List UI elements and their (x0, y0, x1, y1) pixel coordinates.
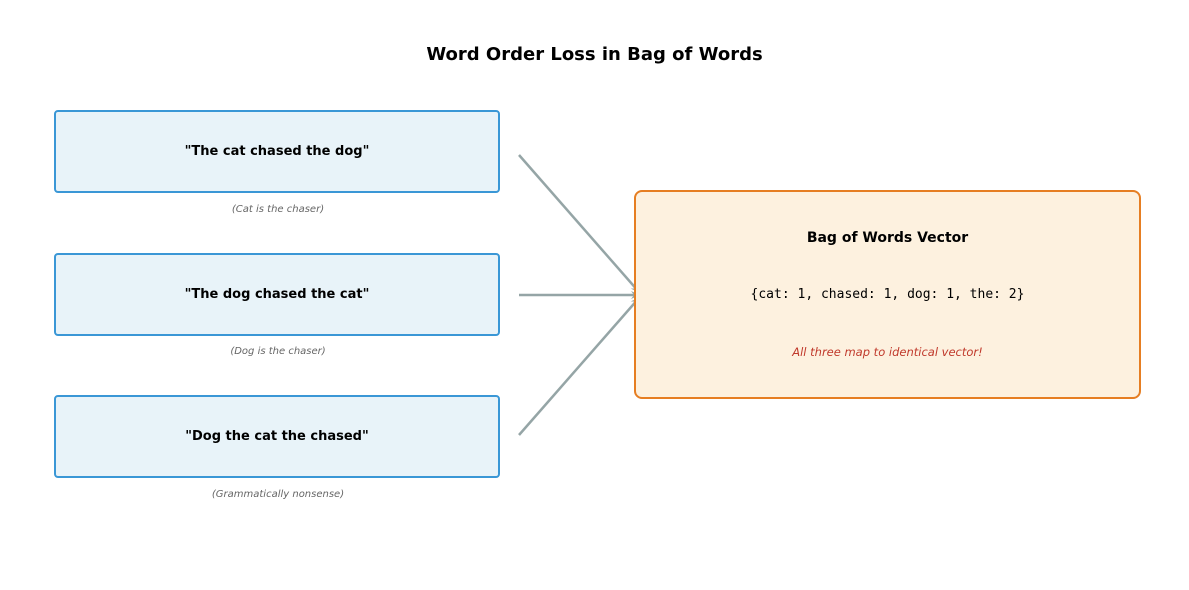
sentence-box-3: "Dog the cat the chased" (54, 395, 500, 478)
arrow-icon (518, 297, 640, 436)
bag-of-words-box: Bag of Words Vector {cat: 1, chased: 1, … (634, 190, 1141, 399)
sentence-note: (Grammatically nonsense) (211, 489, 345, 500)
sentence-note: (Cat is the chaser) (231, 204, 325, 215)
sentence-note: (Dog is the chaser) (230, 346, 326, 357)
diagram-title: Word Order Loss in Bag of Words (426, 44, 763, 65)
sentence-text: "The cat chased the dog" (184, 144, 370, 159)
bow-title: Bag of Words Vector (806, 230, 969, 246)
sentence-box-1: "The cat chased the dog" (54, 110, 500, 193)
arrow-icon (518, 154, 640, 293)
bow-note: All three map to identical vector! (792, 345, 983, 359)
sentence-text: "The dog chased the cat" (184, 287, 370, 302)
sentence-text: "Dog the cat the chased" (185, 429, 369, 444)
bow-vector: {cat: 1, chased: 1, dog: 1, the: 2} (750, 287, 1025, 302)
sentence-box-2: "The dog chased the cat" (54, 253, 500, 336)
